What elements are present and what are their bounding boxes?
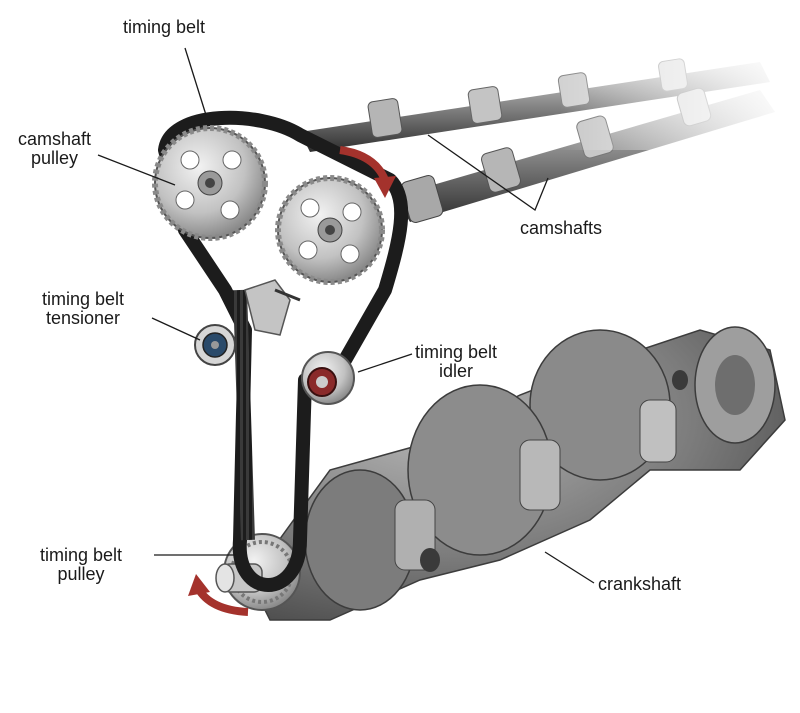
leader-idler (357, 353, 413, 373)
label-crankshaft: crankshaft (598, 575, 681, 594)
leader-tensioner (151, 317, 201, 341)
label-camshaft-pulley: camshaft pulley (18, 130, 91, 168)
tensioner-shape (194, 279, 301, 366)
idler-shape (301, 351, 355, 405)
leader-camshafts (427, 134, 549, 212)
label-belt-pulley-line2: pulley (57, 564, 105, 584)
label-tensioner-line2: tensioner (45, 308, 121, 328)
label-camshafts-text: camshafts (520, 218, 603, 238)
label-tensioner-line1: timing belt (42, 289, 125, 309)
label-tensioner: timing belt tensioner (42, 290, 124, 328)
label-idler-line1: timing belt (415, 342, 498, 362)
label-timing-belt: timing belt (123, 18, 205, 37)
label-idler-line2: idler (439, 361, 474, 381)
leader-crankshaft (544, 551, 595, 584)
label-timing-belt-text: timing belt (123, 17, 206, 37)
camshaft-pulley-right-shape (275, 175, 385, 285)
camshaft-pulley-left-shape (152, 125, 268, 241)
rotation-arrow-crank-head (188, 574, 210, 596)
rotation-arrow-cam-head (374, 176, 396, 198)
leader-camshaft-pulley (97, 154, 176, 186)
leader-lines (97, 47, 595, 584)
label-camshaft-pulley-line1: camshaft (18, 129, 92, 149)
timing-belt-shape (158, 110, 409, 592)
crankshaft-body (249, 326, 786, 621)
label-camshaft-pulley-line2: pulley (31, 148, 79, 168)
shaft-fade-overlay (560, 40, 800, 150)
label-camshafts: camshafts (520, 219, 602, 238)
label-crankshaft-text: crankshaft (598, 574, 682, 594)
label-belt-pulley-line1: timing belt (40, 545, 123, 565)
rotation-arrow-cam (339, 146, 389, 182)
label-idler: timing belt idler (415, 343, 497, 381)
leader-timing-belt (184, 47, 207, 116)
label-belt-pulley: timing belt pulley (40, 546, 122, 584)
